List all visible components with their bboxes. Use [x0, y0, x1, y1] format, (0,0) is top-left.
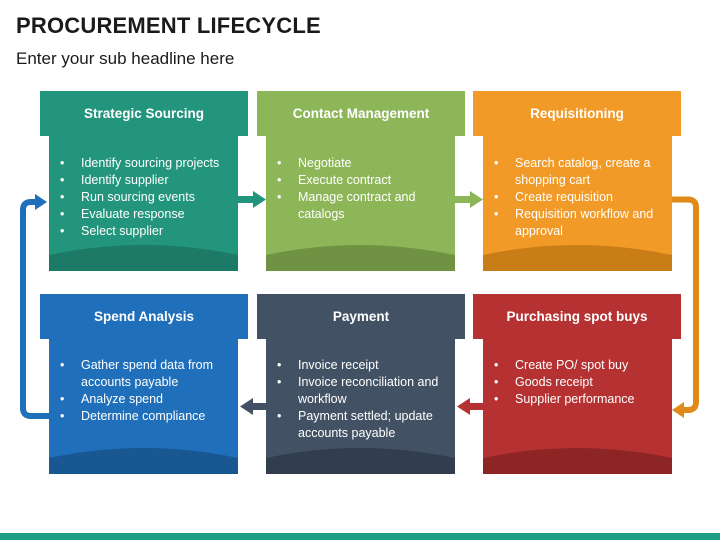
bullet-item: Create PO/ spot buy [490, 357, 670, 374]
bullet-item: Search catalog, create a shopping cart [490, 155, 670, 189]
stage-bullet-list: Negotiate Execute contract Manage contra… [273, 155, 453, 223]
bullet-item: Manage contract and catalogs [273, 189, 453, 223]
bullet-item: Invoice receipt [273, 357, 453, 374]
footer-bar [0, 533, 720, 540]
stage-shade [266, 245, 455, 271]
stage-title: Contact Management [292, 106, 430, 121]
arrow-contact-to-requisition [455, 191, 483, 208]
stage-shade [483, 245, 672, 271]
page-subtitle: Enter your sub headline here [16, 49, 235, 68]
bullet-item: Requisition workflow and approval [490, 206, 670, 240]
stage-title: Payment [332, 309, 390, 324]
bullet-item: Payment settled; update accounts payable [273, 408, 453, 442]
stage-shade [49, 448, 238, 474]
bullet-item: Create requisition [490, 189, 670, 206]
bullet-item: Evaluate response [56, 206, 236, 223]
bullet-item: Identify supplier [56, 172, 236, 189]
stage-bullet-list: Create PO/ spot buy Goods receipt Suppli… [490, 357, 670, 408]
stage-shade [483, 448, 672, 474]
bullet-item: Analyze spend [56, 391, 236, 408]
bullet-item: Supplier performance [490, 391, 670, 408]
bullet-item: Run sourcing events [56, 189, 236, 206]
stage-title: Requisitioning [530, 106, 624, 121]
arrow-sourcing-to-contact [238, 191, 266, 208]
stage-bullet-list: Identify sourcing projects Identify supp… [56, 155, 236, 240]
stage-bullet-list: Gather spend data from accounts payable … [56, 357, 236, 425]
stage-title: Strategic Sourcing [83, 106, 205, 121]
stage-shade [266, 448, 455, 474]
bullet-item: Identify sourcing projects [56, 155, 236, 172]
bullet-item: Select supplier [56, 223, 236, 240]
arrow-payment-to-spend-analysis [240, 398, 266, 415]
arrow-spot-buys-to-payment [457, 398, 483, 415]
stage-bullet-list: Invoice receipt Invoice reconciliation a… [273, 357, 453, 442]
bullet-item: Gather spend data from accounts payable [56, 357, 236, 391]
stage-shade [49, 245, 238, 271]
bullet-item: Goods receipt [490, 374, 670, 391]
bullet-item: Negotiate [273, 155, 453, 172]
page-title: PROCUREMENT LIFECYCLE [16, 13, 321, 38]
stage-bullet-list: Search catalog, create a shopping cart C… [490, 155, 670, 240]
bullet-item: Determine compliance [56, 408, 236, 425]
bullet-item: Execute contract [273, 172, 453, 189]
stage-title: Purchasing spot buys [506, 309, 648, 324]
arrow-requisition-to-spot-buys [672, 196, 699, 418]
arrow-spend-analysis-to-sourcing [20, 194, 49, 419]
bullet-item: Invoice reconciliation and workflow [273, 374, 453, 408]
stage-title: Spend Analysis [93, 309, 195, 324]
